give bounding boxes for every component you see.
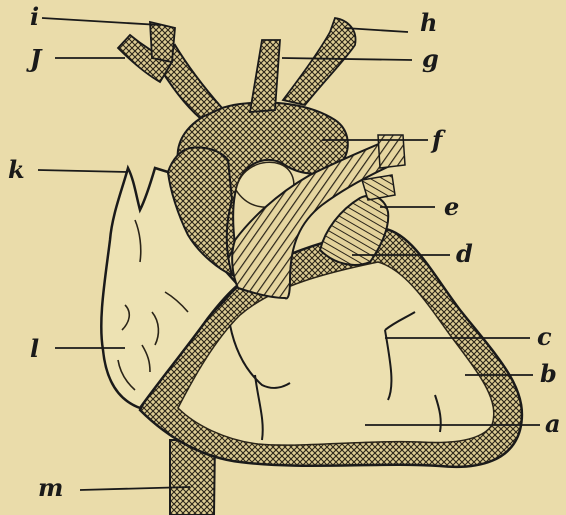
label-i: i bbox=[30, 2, 39, 31]
branch-g bbox=[250, 40, 280, 112]
leader-g bbox=[282, 58, 412, 60]
leader-i bbox=[42, 18, 160, 25]
label-h: h bbox=[420, 8, 437, 37]
label-e: e bbox=[444, 192, 459, 221]
label-k: k bbox=[8, 155, 25, 184]
label-l: l bbox=[30, 334, 39, 363]
branch-h bbox=[283, 18, 356, 105]
label-f: f bbox=[430, 125, 446, 154]
label-b: b bbox=[540, 359, 557, 388]
pulmonary-branch bbox=[362, 175, 395, 200]
label-j: J bbox=[26, 44, 43, 73]
branch-i bbox=[150, 22, 175, 62]
label-d: d bbox=[456, 239, 473, 268]
label-c: c bbox=[537, 322, 552, 351]
label-m: m bbox=[38, 473, 63, 502]
leader-k bbox=[38, 170, 128, 172]
label-g: g bbox=[422, 44, 439, 73]
label-a: a bbox=[545, 409, 561, 438]
